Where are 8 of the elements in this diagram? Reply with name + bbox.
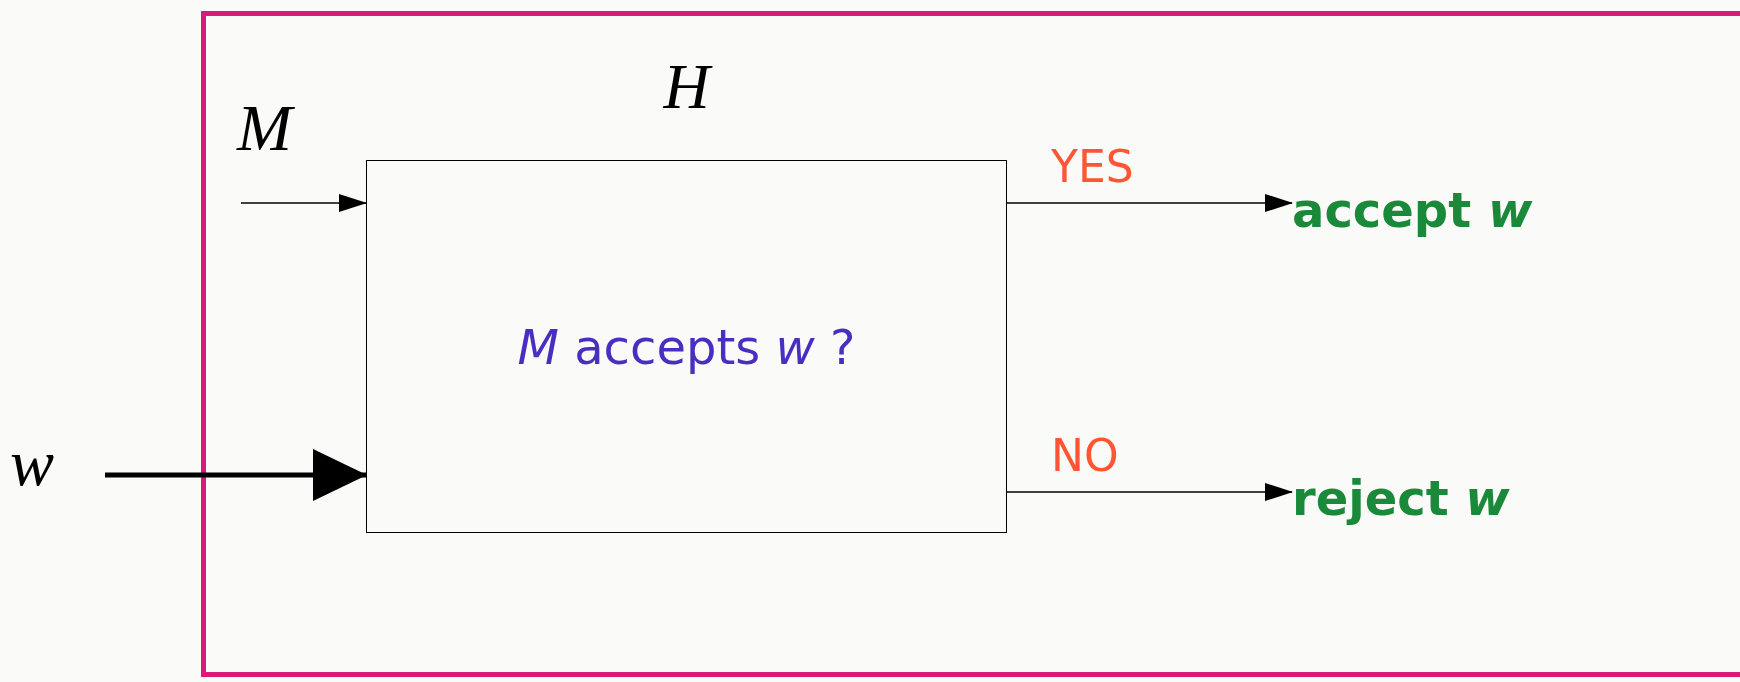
arrow [105,449,367,501]
question-text: M accepts w ? [517,318,856,375]
arrow [240,194,367,212]
output-label: accept w [1292,182,1533,238]
input-label: w [10,430,55,496]
arrow [1006,483,1293,501]
arrow [1006,194,1293,212]
output-label: reject w [1292,470,1510,526]
